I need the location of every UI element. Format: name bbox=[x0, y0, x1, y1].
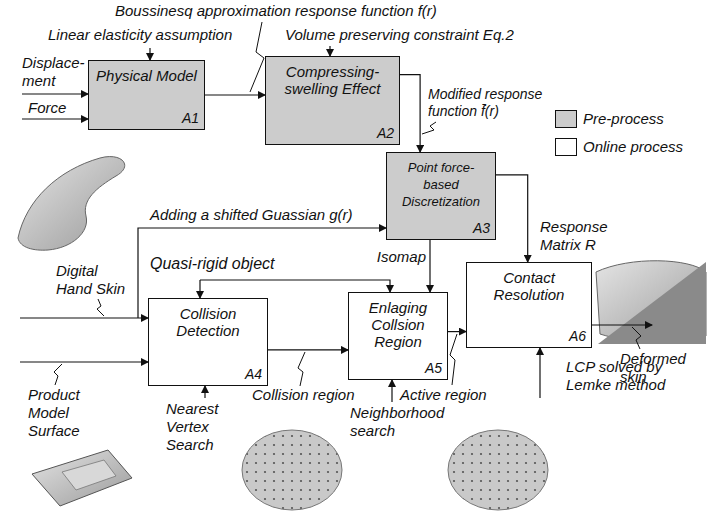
input-arrow bbox=[22, 93, 88, 94]
input-arrow bbox=[22, 118, 88, 119]
squiggle-leader bbox=[97, 299, 104, 316]
product-illustration bbox=[32, 450, 132, 506]
product-illustration bbox=[62, 460, 116, 490]
annotation-label: Quasi-rigid object bbox=[150, 254, 350, 273]
annotation-label: Digital Hand Skin bbox=[56, 262, 134, 298]
leaders bbox=[54, 22, 641, 386]
squiggle-leader bbox=[54, 364, 62, 385]
control-arrow bbox=[200, 280, 390, 292]
box-title: Compressing-swelling Effect bbox=[266, 57, 399, 97]
squiggle-leader bbox=[632, 327, 641, 349]
fingertip-illustration bbox=[448, 430, 548, 510]
pre-process-box: Physical ModelA1 bbox=[88, 60, 205, 130]
box-title: Contact Resolution bbox=[467, 263, 591, 303]
box-number: A6 bbox=[569, 328, 586, 344]
annotation-label: Collision region bbox=[252, 386, 382, 404]
control-arrow bbox=[329, 46, 330, 56]
annotation-label: Product Model Surface bbox=[28, 386, 100, 440]
mechanism-arrow bbox=[204, 386, 205, 398]
box-title: Point force-based Discretization bbox=[387, 153, 495, 210]
online-process-box: Collision DetectionA4 bbox=[148, 298, 268, 386]
connector bbox=[400, 75, 420, 152]
connector bbox=[429, 240, 430, 292]
connector bbox=[496, 175, 528, 262]
squiggle-leader bbox=[250, 22, 264, 92]
connector bbox=[205, 94, 265, 95]
annotation-label: Modified response function f̄(r) bbox=[428, 86, 550, 120]
annotation-label: Isomap bbox=[372, 248, 426, 266]
box-number: A5 bbox=[425, 360, 442, 376]
annotation-label: Force bbox=[28, 99, 78, 117]
arrow-lines bbox=[20, 46, 652, 402]
input-arrow bbox=[20, 317, 148, 318]
control-arrow bbox=[149, 48, 150, 60]
squiggle-leader bbox=[298, 352, 305, 386]
legend-swatch bbox=[555, 138, 577, 156]
mechanism-arrow bbox=[391, 380, 392, 402]
input-arrow bbox=[20, 361, 148, 362]
annotation-label: Boussinesq approximation response functi… bbox=[115, 2, 515, 20]
annotation-label: Adding a shifted Guassian g(r) bbox=[150, 206, 390, 224]
annotation-label: LCP solved by Lemke method bbox=[566, 358, 700, 394]
connector bbox=[268, 349, 348, 350]
box-title: Physical Model bbox=[89, 61, 204, 84]
connector bbox=[448, 331, 466, 332]
pre-process-box: Compressing-swelling EffectA2 bbox=[265, 56, 400, 145]
annotation-label: Active region bbox=[400, 386, 504, 404]
control-arrow bbox=[199, 280, 200, 298]
output-arrow bbox=[592, 324, 652, 325]
online-process-box: Contact ResolutionA6 bbox=[466, 262, 592, 348]
annotation-label: Displace- ment bbox=[22, 54, 84, 90]
annotation-label: Volume preserving constraint Eq.2 bbox=[285, 26, 545, 44]
box-title: Collision Detection bbox=[149, 299, 267, 339]
box-number: A3 bbox=[473, 220, 490, 236]
legend-text: Online process bbox=[583, 138, 683, 156]
pre-process-box: Point force-based DiscretizationA3 bbox=[386, 152, 496, 240]
annotation-label: Linear elasticity assumption bbox=[48, 26, 263, 44]
annotation-label: Nearest Vertex Search bbox=[166, 400, 238, 454]
squiggle-leader bbox=[450, 334, 457, 385]
mechanism-arrow bbox=[539, 348, 540, 398]
box-number: A1 bbox=[182, 110, 199, 126]
box-number: A2 bbox=[377, 125, 394, 141]
box-title: Enlaging Collsion Region bbox=[349, 293, 447, 350]
hand-illustration bbox=[18, 157, 125, 251]
legend-text: Pre-process bbox=[583, 110, 664, 128]
annotation-label: Response Matrix R bbox=[540, 218, 622, 254]
fingertip-illustration bbox=[242, 430, 342, 510]
squiggle-leader bbox=[422, 122, 436, 134]
contact-plane bbox=[598, 262, 706, 344]
annotation-label: Neighborhood search bbox=[350, 404, 454, 440]
online-process-box: Enlaging Collsion RegionA5 bbox=[348, 292, 448, 380]
legend-swatch bbox=[555, 110, 577, 128]
box-number: A4 bbox=[245, 366, 262, 382]
